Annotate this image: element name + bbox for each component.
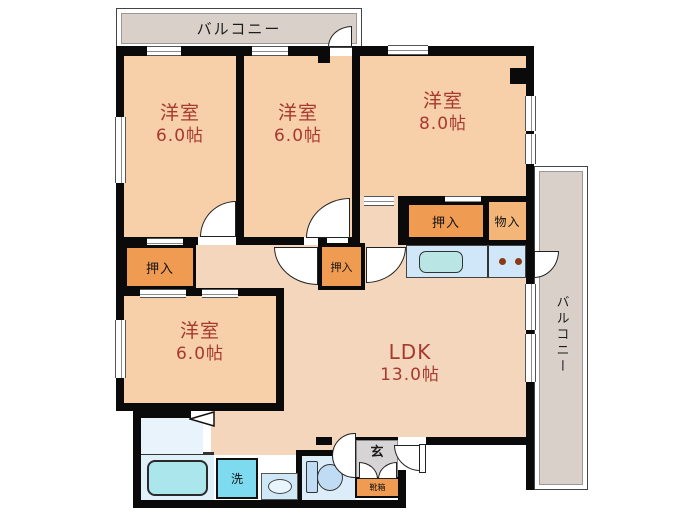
room-name: 洋室 [179,320,220,342]
wall [352,56,360,245]
wall [426,437,526,445]
wall [276,288,284,411]
kitchen-divider [487,246,489,277]
bedroom-4-floor [124,296,276,403]
shoe-cabinet-label: 靴箱 [369,483,386,492]
wall-notch [510,68,526,84]
wall [348,237,360,245]
closet-label: 押入 [431,215,460,231]
window [525,134,536,164]
door-leaf [419,444,426,473]
washroom-floor [141,418,203,454]
room-name: 洋室 [277,102,318,124]
wall [116,288,284,296]
closet-label: 押入 [330,260,353,274]
hall-floor-washroom [211,411,356,455]
closet-oshiire-left: 押入 [124,245,196,289]
room-name: LDK [388,340,432,364]
wall [316,437,332,445]
kitchen-sink [419,251,463,273]
bedroom-3-floor [360,56,526,196]
wall [236,237,304,245]
wall [406,238,526,245]
wall [352,46,534,56]
wall [116,403,284,411]
stove-burner-icon [515,258,522,265]
sliding-door [364,196,394,206]
wall [116,46,330,56]
wall-pillar [318,46,330,63]
ldk-label: LDK 13.0帖 [350,340,470,386]
room-name: 洋室 [422,90,463,112]
window [252,46,288,56]
balcony-top-label: バルコニー [196,20,282,38]
washbasin-bowl [268,479,292,494]
closet-oshiire-top: 押入 [406,202,486,240]
wall [133,500,316,508]
wall [236,56,244,245]
closet-oshiire-center: 押入 [318,243,365,290]
balcony-right-label: バルコニー [553,295,569,375]
shoe-cabinet: 靴箱 [355,477,400,498]
wall [296,450,302,502]
door-swing-icon [200,201,236,237]
bedroom-4-label: 洋室 6.0帖 [124,320,276,365]
balcony-right [534,166,588,490]
bedroom-2-label: 洋室 6.0帖 [244,102,352,147]
wall [526,46,534,490]
window [388,45,428,55]
sliding-door [202,289,238,298]
bedroom-3-label: 洋室 8.0帖 [360,90,526,135]
window [147,46,181,56]
stove-burner-icon [499,258,506,265]
sliding-door [140,289,186,298]
room-size: 6.0帖 [175,343,225,364]
window [115,117,126,183]
window [525,334,536,382]
genkan-label: 玄 [370,445,384,460]
window [115,320,126,378]
closet-monoiri: 物入 [489,202,526,240]
folding-door-icon [189,411,215,427]
balcony-top [116,8,362,48]
room-size: 6.0帖 [273,125,323,146]
wall [296,500,406,508]
laundry-pan: 洗 [216,458,258,499]
laundry-label: 洗 [230,472,243,486]
room-size: 13.0帖 [380,365,440,385]
window [525,96,536,131]
wall [398,196,406,245]
closet-label: 押入 [145,261,174,277]
wall [141,411,191,418]
window [525,284,536,330]
room-size: 8.0帖 [418,113,468,134]
wall [398,470,406,508]
room-name: 洋室 [159,102,200,124]
wall [296,450,356,456]
closet-label: 物入 [494,214,521,229]
bathtub [147,460,208,496]
kitchen-counter [406,245,526,278]
bedroom-1-label: 洋室 6.0帖 [124,102,236,147]
wall [484,204,489,238]
washbasin [261,473,298,500]
wall [133,411,141,508]
room-size: 6.0帖 [155,125,205,146]
wall [116,46,124,411]
